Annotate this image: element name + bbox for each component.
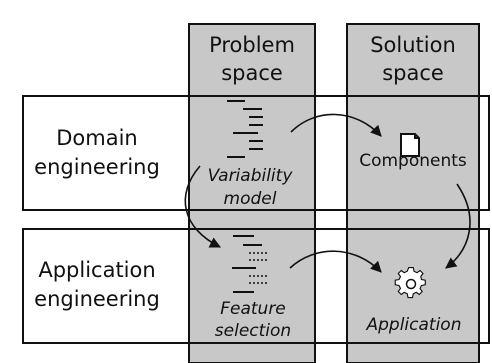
- components-label: Components: [359, 151, 467, 171]
- domain-engineering-label-line2: engineering: [34, 155, 160, 179]
- variability-model-icon: [227, 100, 263, 158]
- arrow-variability-to-feature-selection: [184, 165, 222, 248]
- feature-selection-label-line2: selection: [215, 321, 291, 341]
- problem-space-header-line2: space: [221, 61, 283, 85]
- arrow-components-to-application: [445, 183, 471, 269]
- solution-space-header-line1: Solution: [370, 33, 456, 57]
- feature-selection-label-line1: Feature: [220, 299, 286, 319]
- variability-model-label-line1: Variability: [208, 166, 294, 186]
- domain-engineering-label-line1: Domain: [56, 126, 138, 150]
- variability-model-label-line2: model: [224, 189, 277, 209]
- feature-selection-icon: [232, 235, 269, 293]
- gear-icon: [394, 266, 426, 299]
- arrow-feature-selection-to-application: [289, 250, 382, 273]
- application-engineering-row: [22, 228, 490, 344]
- solution-space-header-line2: space: [382, 61, 444, 85]
- domain-engineering-row: [22, 95, 490, 211]
- application-label: Application: [366, 315, 462, 335]
- problem-space-header-line1: Problem: [209, 33, 295, 57]
- problem-space-column: [188, 23, 316, 363]
- document-icon: [400, 133, 420, 157]
- arrow-variability-to-components: [290, 113, 382, 137]
- solution-space-column: [346, 23, 480, 363]
- application-engineering-label-line2: engineering: [34, 287, 160, 311]
- application-engineering-label-line1: Application: [38, 258, 155, 282]
